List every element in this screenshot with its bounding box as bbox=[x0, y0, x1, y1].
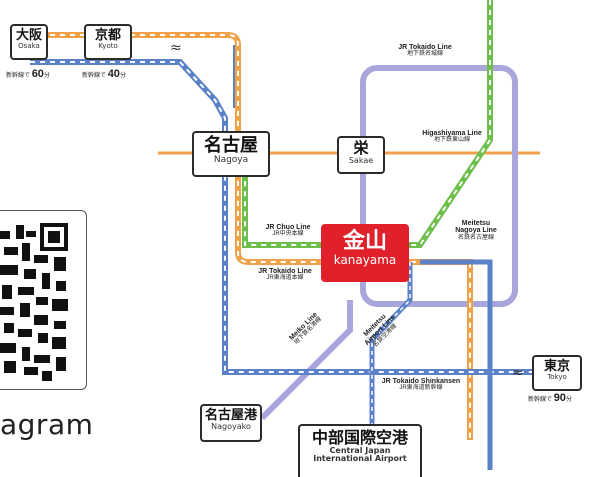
station-airport[interactable]: 中部国際空港 Central Japan International Airpo… bbox=[298, 424, 422, 477]
jr-chuo-line bbox=[242, 0, 493, 248]
station-sakae[interactable]: 栄 Sakae bbox=[337, 136, 385, 174]
station-osaka-en: Osaka bbox=[18, 42, 40, 51]
station-airport-jp: 中部国際空港 bbox=[311, 428, 408, 447]
meiko-line bbox=[259, 300, 353, 421]
station-osaka-jp: 大阪 bbox=[15, 28, 42, 43]
station-nagoya[interactable]: 名古屋 Nagoya bbox=[192, 131, 270, 177]
station-nagoyako-en: Nagoyako bbox=[211, 422, 251, 432]
station-kyoto[interactable]: 京都 Kyoto bbox=[84, 24, 132, 60]
label-jr-tokaido-line: JR Tokaido Line JR東海道本線 bbox=[258, 268, 312, 282]
station-sakae-en: Sakae bbox=[348, 155, 374, 165]
station-kanayama-jp: 金山 bbox=[342, 229, 387, 254]
label-jr-chuo-line: JR Chuo Line JR中央本線 bbox=[265, 224, 311, 238]
meitetsu-nagoya-line bbox=[420, 259, 493, 470]
station-kanayama[interactable]: 金山 kanayama bbox=[321, 224, 409, 282]
station-osaka[interactable]: 大阪 Osaka bbox=[10, 24, 48, 60]
label-higashiyama-line: Higashiyama Line 地下鉄東山線 bbox=[422, 130, 482, 144]
kyoto-travel-time: 新幹線で 40分 bbox=[82, 68, 126, 80]
break-mark-east: ≈ bbox=[512, 365, 524, 381]
station-tokyo[interactable]: 東京 Tokyo bbox=[532, 355, 582, 391]
label-shinkansen: JR Tokaido Shinkansen JR東海道新幹線 bbox=[381, 378, 461, 392]
break-mark-west: ≈ bbox=[170, 40, 182, 56]
label-jr-tokaido-subway: JR Tokaido Line 地下鉄名城線 bbox=[398, 44, 452, 58]
station-nagoyako[interactable]: 名古屋港 Nagoyako bbox=[200, 404, 262, 442]
shinkansen-line bbox=[30, 59, 540, 375]
station-airport-en2: International Airport bbox=[313, 454, 407, 464]
station-nagoyako-jp: 名古屋港 bbox=[204, 408, 257, 423]
station-nagoya-jp: 名古屋 bbox=[204, 135, 258, 156]
meitetsu-airport-line bbox=[369, 262, 413, 440]
meijo-loop-line bbox=[360, 65, 518, 307]
tokyo-travel-time: 新幹線で 90分 bbox=[528, 392, 572, 404]
diagram-caption: agram bbox=[0, 408, 94, 441]
station-kyoto-jp: 京都 bbox=[94, 28, 121, 43]
station-nagoya-en: Nagoya bbox=[213, 154, 249, 165]
label-meitetsu-nagoya-line: Meitetsu Nagoya Line 名鉄名古屋線 bbox=[455, 220, 497, 241]
station-airport-en1: Central Japan bbox=[329, 445, 391, 455]
qr-pattern-icon bbox=[0, 223, 68, 381]
station-kyoto-en: Kyoto bbox=[98, 42, 118, 51]
station-tokyo-en: Tokyo bbox=[547, 373, 567, 382]
station-tokyo-jp: 東京 bbox=[543, 359, 570, 374]
station-kanayama-en: kanayama bbox=[333, 253, 397, 268]
qr-code[interactable] bbox=[0, 210, 87, 390]
osaka-travel-time: 新幹線で 60分 bbox=[6, 68, 50, 80]
station-sakae-jp: 栄 bbox=[353, 139, 369, 157]
